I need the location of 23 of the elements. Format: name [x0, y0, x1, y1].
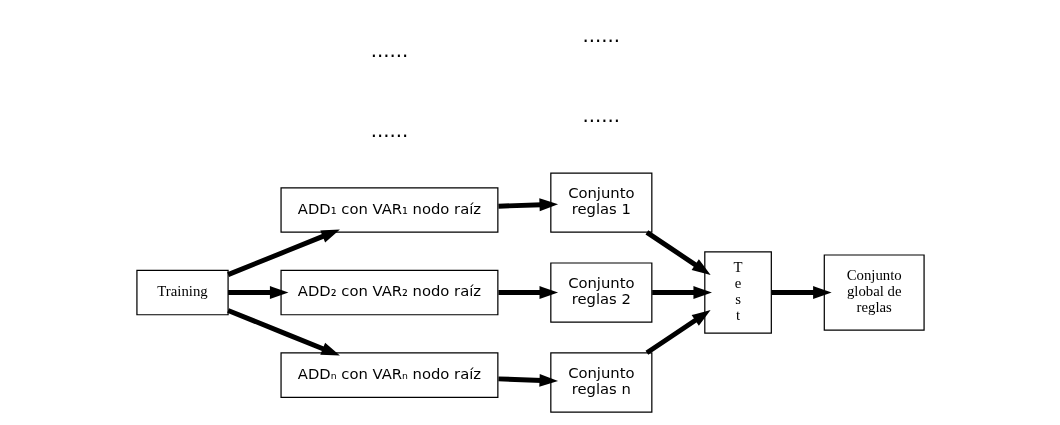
- node-box: Conjunto global de reglas: [823, 254, 925, 331]
- arrow: [651, 286, 712, 300]
- arrow: [497, 286, 558, 300]
- node-box: Conjunto reglas 1: [549, 172, 652, 233]
- arrow: [497, 373, 558, 387]
- node-box: ADD₂ con VAR₂ nodo raíz: [279, 269, 498, 316]
- label: ......: [582, 104, 620, 128]
- label: ......: [582, 24, 620, 48]
- label: ......: [370, 39, 408, 63]
- node-box: ADD₁ con VAR₁ nodo raíz: [279, 187, 498, 233]
- node-box: ADDₙ con VARₙ nodo raíz: [279, 352, 498, 398]
- arrow: [226, 308, 340, 356]
- arrow: [645, 230, 711, 276]
- node-box: Conjunto reglas 2: [549, 262, 652, 323]
- arrow: [497, 198, 558, 212]
- node-box: Training: [135, 269, 229, 316]
- arrow: [771, 286, 832, 300]
- node-box: T e s t: [703, 251, 772, 334]
- arrow: [227, 286, 288, 300]
- arrow: [226, 229, 340, 277]
- arrow: [645, 310, 711, 355]
- label: ......: [370, 119, 408, 143]
- node-box: Conjunto reglas n: [549, 352, 652, 413]
